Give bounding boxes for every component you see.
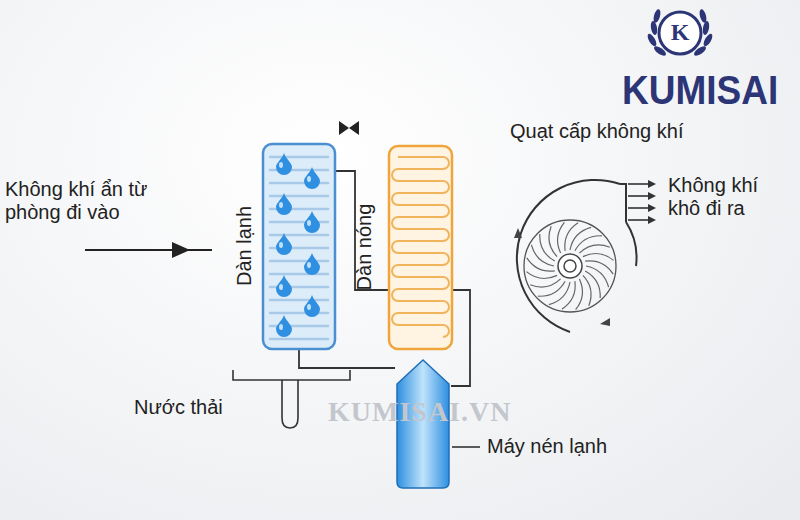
drain-bracket bbox=[233, 370, 350, 380]
node-label: Dàn nóng bbox=[353, 204, 376, 291]
watermark: KUMISAI.VN bbox=[328, 396, 511, 428]
node-label: Quạt cấp không khí bbox=[510, 120, 683, 143]
drain-label: Nước thải bbox=[134, 396, 223, 419]
drain-pipe bbox=[282, 380, 298, 428]
hot-coil-outline bbox=[388, 145, 453, 350]
leader-line bbox=[452, 446, 480, 448]
logo-laurel bbox=[646, 8, 714, 57]
blower-fan-outline bbox=[500, 178, 640, 338]
cold-coil: Dàn lạnh bbox=[262, 143, 336, 350]
cold-coil-outline bbox=[262, 143, 336, 350]
air-in-label: Không khí ẩn từ phòng đi vào bbox=[5, 178, 187, 224]
expansion-valve bbox=[339, 121, 359, 135]
refrigerant-pipe bbox=[299, 350, 395, 368]
logo-ring bbox=[659, 12, 701, 54]
brand-logo: KUMISAI bbox=[622, 68, 778, 115]
inlet-arrow bbox=[85, 249, 212, 251]
air-out-label: Không khí khô đi ra bbox=[668, 174, 786, 220]
outlet-arrows bbox=[628, 180, 656, 224]
node-label: Dàn lạnh bbox=[233, 206, 256, 286]
logo-letter: K bbox=[669, 19, 691, 47]
inlet-arrowhead bbox=[172, 242, 190, 258]
refrigerant-pipe bbox=[451, 290, 470, 386]
hot-coil: Dàn nóng bbox=[388, 145, 453, 350]
blower-fan: Quạt cấp không khí bbox=[500, 178, 640, 338]
node-label: Máy nén lạnh bbox=[487, 435, 607, 458]
